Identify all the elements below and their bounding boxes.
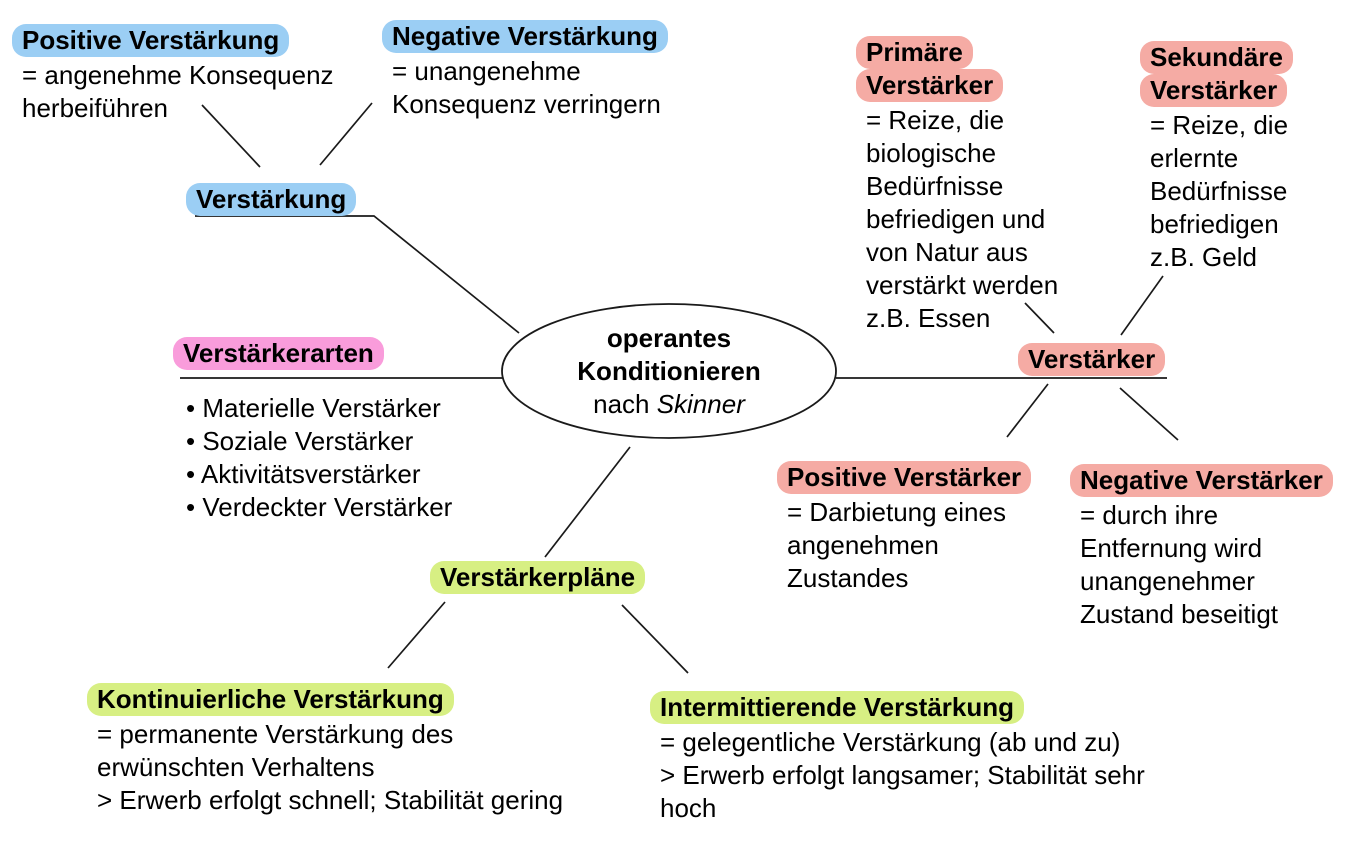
center-node-title: operantes Konditionieren (577, 322, 761, 386)
list-item: • Aktivitätsverstärker (186, 459, 421, 489)
node-verstaerkerplaene: Verstärkerpläne (430, 561, 646, 594)
node-verstaerkerarten-label: Verstärkerarten (173, 337, 384, 370)
node-positive-verstaerkung-label: Positive Verstärkung (12, 24, 290, 57)
verstaerkerarten-list: • Materielle Verstärker • Soziale Verstä… (186, 392, 452, 524)
line-positive-verstaerker (1006, 383, 1049, 438)
line-kontinuierliche (387, 601, 446, 669)
list-item: • Soziale Verstärker (186, 426, 414, 456)
node-positive-verstaerker: Positive Verstärker = Darbietung eines a… (777, 461, 1077, 595)
node-primaere-verstaerker: Primäre Verstärker = Reize, die biologis… (856, 36, 1091, 335)
node-negative-verstaerker-label: Negative Verstärker (1070, 464, 1333, 497)
list-item: • Materielle Verstärker (186, 393, 441, 423)
node-primaere-verstaerker-body: = Reize, die biologische Bedürfnisse bef… (866, 105, 1059, 333)
node-intermittierende-verstaerkung: Intermittierende Verstärkung = gelegentl… (650, 691, 1250, 825)
line-primaere-verstaerker (1024, 302, 1055, 334)
line-intermittierende (621, 604, 689, 674)
node-negative-verstaerker: Negative Verstärker = durch ihre Entfern… (1070, 464, 1356, 631)
node-positive-verstaerker-body: = Darbietung eines angenehmen Zustandes (787, 497, 1006, 593)
node-negative-verstaerkung-label: Negative Verstärkung (382, 20, 668, 53)
center-ellipse (501, 303, 837, 439)
center-node: operantes Konditionieren nach Skinner (502, 304, 836, 438)
node-positive-verstaerkung-body: = angenehme Konsequenz herbeiführen (22, 60, 334, 123)
node-verstaerker: Verstärker (1018, 343, 1166, 376)
node-sekundaere-verstaerker-label: Sekundäre Verstärker (1140, 41, 1293, 107)
node-intermittierende-verstaerkung-label: Intermittierende Verstärkung (650, 691, 1024, 724)
node-verstaerker-label: Verstärker (1018, 343, 1166, 376)
list-item: • Verdeckter Verstärker (186, 492, 453, 522)
line-negative-verstaerker (1119, 387, 1179, 441)
skinner-name: Skinner (656, 388, 745, 419)
node-positive-verstaerker-label: Positive Verstärker (777, 461, 1032, 494)
node-negative-verstaerkung-body: = unangenehme Konsequenz verringern (392, 56, 661, 119)
node-verstaerkerarten: Verstärkerarten (173, 337, 384, 370)
node-positive-verstaerkung: Positive Verstärkung = angenehme Konsequ… (12, 24, 392, 125)
line-verstaerkung-branch (195, 215, 520, 334)
node-kontinuierliche-verstaerkung: Kontinuierliche Verstärkung = permanente… (87, 683, 687, 817)
node-primaere-verstaerker-label: Primäre Verstärker (856, 36, 1004, 102)
node-verstaerkerplaene-label: Verstärkerpläne (430, 561, 646, 594)
line-sekundaere-verstaerker (1120, 275, 1164, 336)
node-intermittierende-verstaerkung-body: = gelegentliche Verstärkung (ab und zu) … (660, 727, 1145, 823)
node-sekundaere-verstaerker: Sekundäre Verstärker = Reize, die erlern… (1140, 41, 1350, 274)
node-verstaerkung-label: Verstärkung (186, 183, 357, 216)
node-negative-verstaerkung: Negative Verstärkung = unangenehme Konse… (382, 20, 732, 121)
center-node-subtitle: nach Skinner (593, 388, 745, 419)
line-negative-verstaerkung (319, 102, 373, 166)
node-negative-verstaerker-body: = durch ihre Entfernung wird unangenehme… (1080, 500, 1279, 629)
node-sekundaere-verstaerker-body: = Reize, die erlernte Bedürfnisse befrie… (1150, 110, 1289, 272)
node-kontinuierliche-verstaerkung-body: = permanente Verstärkung des erwünschten… (97, 719, 564, 815)
line-verstaerkerplaene-branch (544, 446, 631, 558)
node-verstaerkung: Verstärkung (186, 183, 357, 216)
node-kontinuierliche-verstaerkung-label: Kontinuierliche Verstärkung (87, 683, 454, 716)
line-positive-verstaerkung (201, 104, 261, 168)
